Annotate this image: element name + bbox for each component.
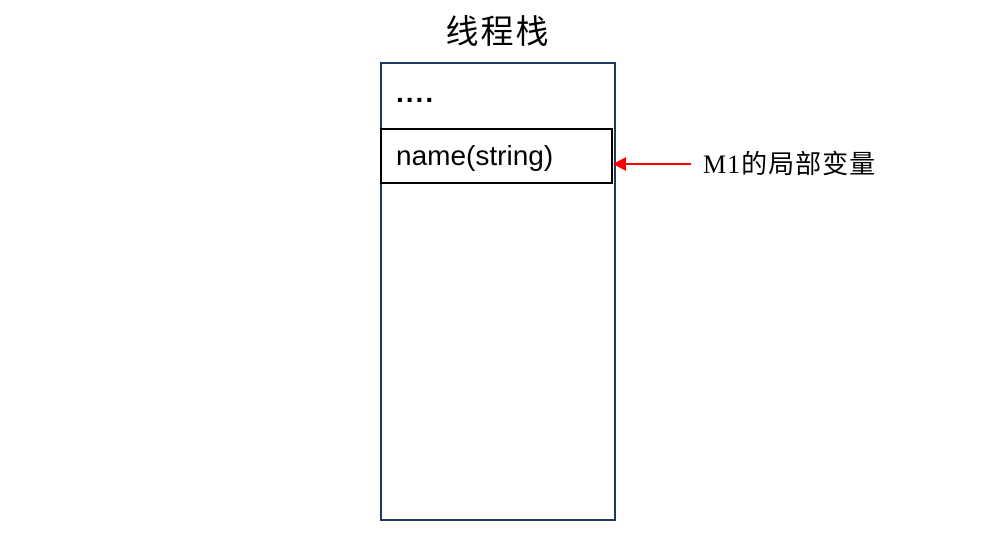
stack-cell-name: name(string) <box>380 128 613 184</box>
arrow-head-icon <box>613 157 626 171</box>
diagram-title: 线程栈 <box>445 15 551 51</box>
stack-cell-name-label: name(string) <box>396 140 554 171</box>
arrow-line <box>625 163 691 165</box>
stack-cell-ellipsis: .... <box>396 77 436 108</box>
annotation-label: M1的局部变量 <box>703 150 877 179</box>
annotation-arrow <box>613 157 693 171</box>
